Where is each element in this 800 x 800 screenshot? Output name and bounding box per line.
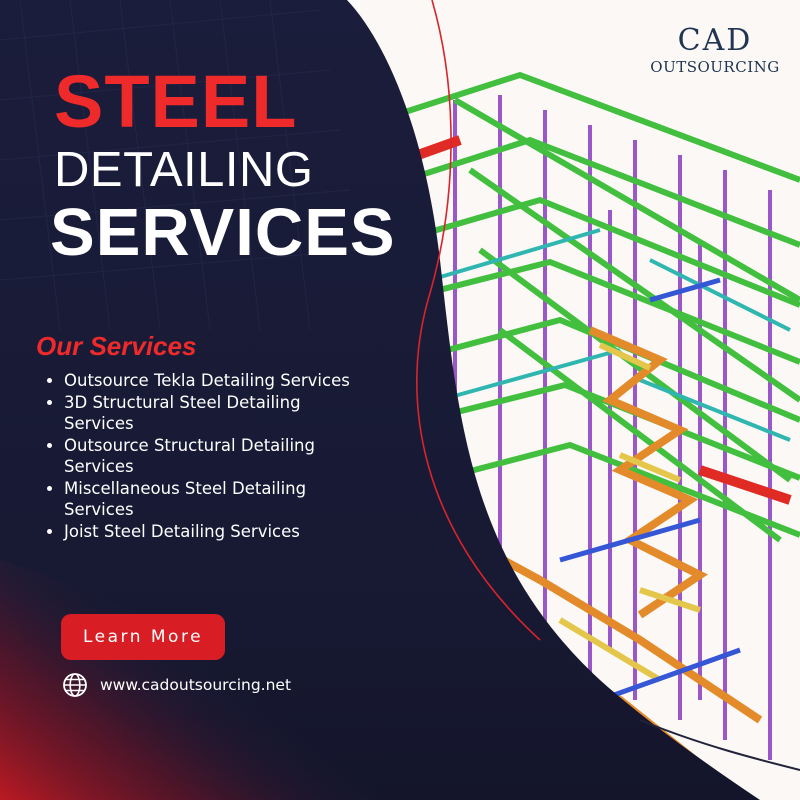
service-item: Outsource Tekla Detailing Services — [64, 370, 364, 392]
headline-detailing: DETAILING — [54, 143, 314, 197]
building-texture — [0, 0, 361, 331]
service-item: Joist Steel Detailing Services — [64, 521, 364, 543]
service-item: Miscellaneous Steel Detailing Services — [64, 478, 364, 521]
globe-icon — [63, 673, 87, 697]
logo-name: CAD — [677, 23, 753, 58]
dark-curve-line — [639, 719, 800, 771]
headline-steel: STEEL — [54, 60, 298, 143]
cad-outsourcing-logo: CAD OUTSOURCING — [640, 23, 790, 77]
services-list: Outsource Tekla Detailing Services 3D St… — [40, 370, 364, 542]
logo-tagline: OUTSOURCING — [650, 58, 780, 76]
services-heading: Our Services — [36, 331, 197, 361]
learn-more-button[interactable]: Learn More — [61, 614, 225, 660]
service-item: 3D Structural Steel Detailing Services — [64, 392, 364, 435]
navy-panel — [0, 0, 760, 800]
headline-services: SERVICES — [50, 195, 396, 270]
service-item: Outsource Structural Detailing Services — [64, 435, 364, 478]
website-url: www.cadoutsourcing.net — [100, 676, 292, 694]
red-curve-line — [416, 0, 541, 641]
website-link[interactable]: www.cadoutsourcing.net — [62, 671, 291, 699]
